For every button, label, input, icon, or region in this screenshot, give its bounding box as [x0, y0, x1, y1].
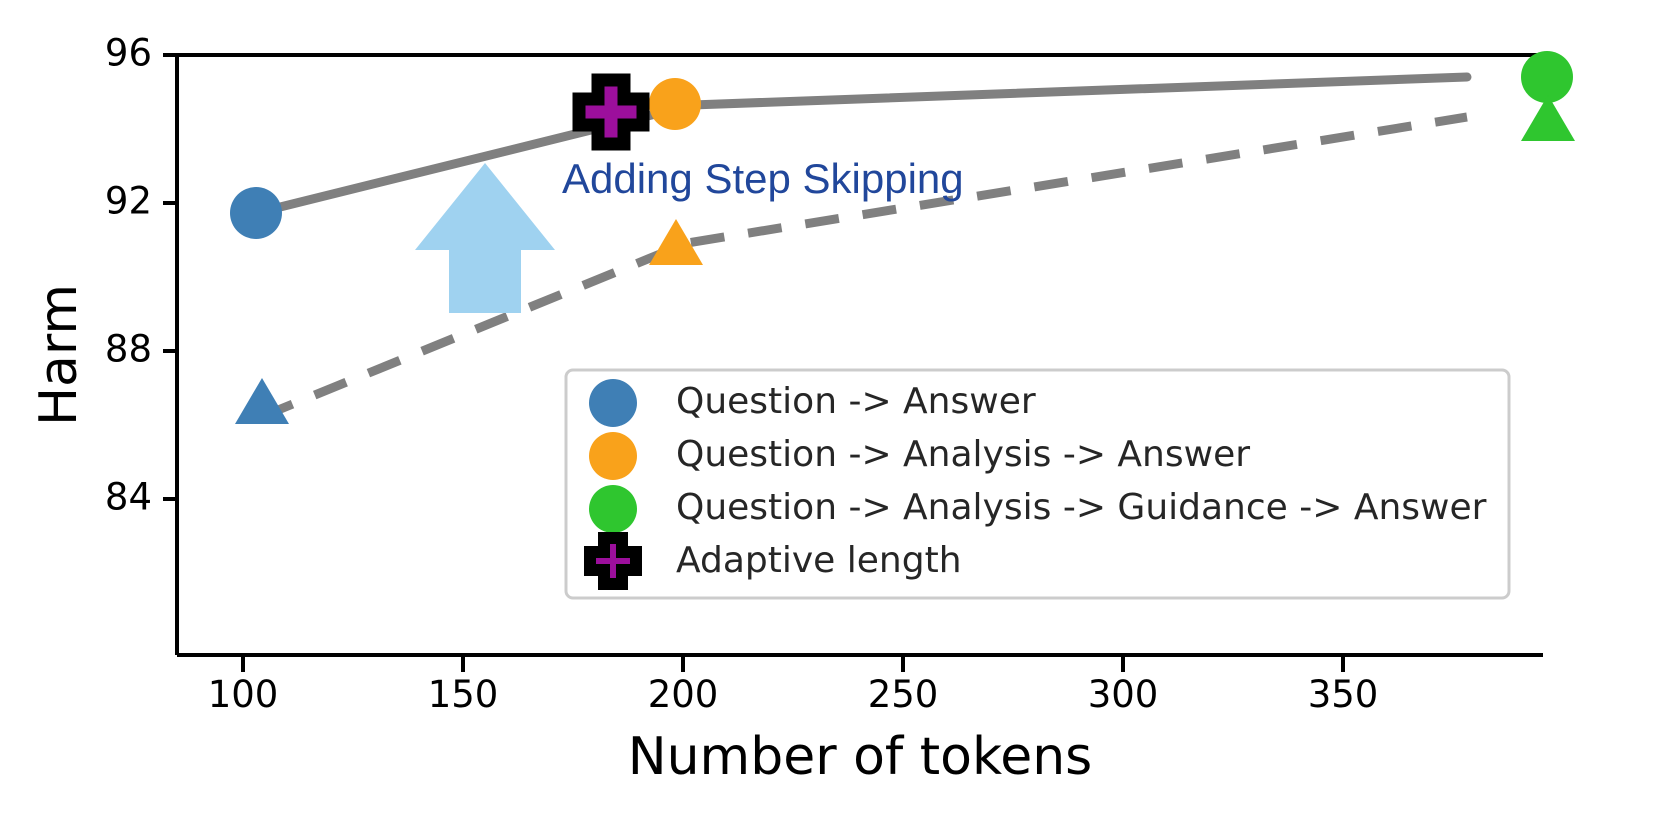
- marker-triangle-orange: [649, 219, 703, 265]
- legend[interactable]: Question -> Answer Question -> Analysis …: [564, 368, 1511, 600]
- annotation-label: Adding Step Skipping: [562, 155, 964, 202]
- marker-circle-orange: [649, 78, 701, 130]
- x-tick-label-100: 100: [208, 673, 279, 716]
- legend-item-question-analysis-guidance-answer[interactable]: Question -> Analysis -> Guidance -> Answ…: [589, 485, 1487, 533]
- legend-circle-blue-icon: [589, 379, 637, 427]
- legend-circle-orange-icon: [589, 432, 637, 480]
- y-tick-label-84: 84: [105, 476, 152, 519]
- marker-triangle-blue: [235, 378, 289, 424]
- y-axis-title: Harm: [29, 284, 89, 426]
- x-tick-label-300: 300: [1088, 673, 1159, 716]
- x-tick-label-150: 150: [428, 673, 499, 716]
- x-axis-ticks: [241, 655, 1345, 672]
- marker-plus-adaptive: [572, 73, 650, 151]
- x-tick-label-250: 250: [868, 673, 939, 716]
- legend-item-question-analysis-answer[interactable]: Question -> Analysis -> Answer: [589, 432, 1250, 480]
- y-axis-ticks: [163, 53, 177, 501]
- up-arrow-icon: [415, 163, 555, 313]
- legend-label-3: Adaptive length: [676, 540, 962, 581]
- adding-step-skipping-arrow: [415, 163, 555, 313]
- y-tick-label-96: 96: [105, 32, 152, 75]
- y-tick-label-88: 88: [105, 328, 152, 371]
- legend-circle-green-icon: [589, 485, 637, 533]
- legend-item-question-answer[interactable]: Question -> Answer: [589, 379, 1036, 427]
- legend-label-2: Question -> Analysis -> Guidance -> Answ…: [676, 487, 1487, 528]
- x-tick-label-350: 350: [1308, 673, 1379, 716]
- x-axis-tick-labels: 100 150 200 250 300 350: [208, 673, 1379, 716]
- y-axis-tick-labels: 96 92 88 84: [105, 32, 152, 519]
- axes-spines: [175, 53, 1543, 657]
- marker-triangle-green: [1521, 95, 1575, 141]
- legend-label-0: Question -> Answer: [676, 381, 1036, 422]
- y-tick-label-92: 92: [105, 180, 152, 223]
- legend-plus-purple-icon: [584, 532, 642, 590]
- legend-item-adaptive-length[interactable]: Adaptive length: [584, 532, 962, 590]
- dashed-series-line: [259, 112, 1468, 422]
- data-markers: [230, 51, 1575, 424]
- x-axis-title: Number of tokens: [628, 727, 1093, 787]
- marker-circle-green: [1521, 51, 1573, 103]
- x-tick-label-200: 200: [648, 673, 719, 716]
- legend-label-1: Question -> Analysis -> Answer: [676, 434, 1250, 475]
- legend-box: [564, 368, 1511, 600]
- marker-circle-blue: [230, 187, 282, 239]
